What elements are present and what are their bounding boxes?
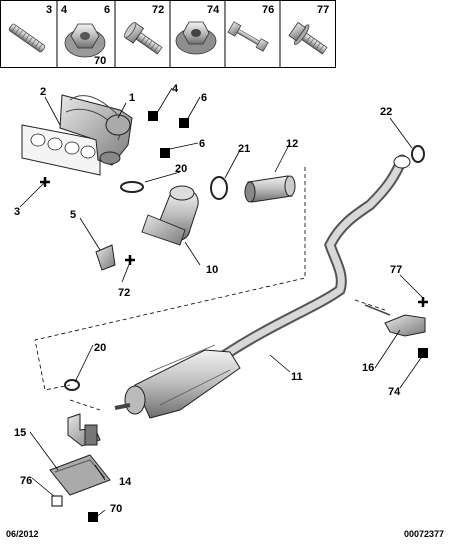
hardware-header: 3 4 6 70 72 74 76 77 xyxy=(0,0,336,68)
callout-14: 14 xyxy=(119,476,132,488)
manifold-gasket xyxy=(21,124,101,176)
flange-bolt-icon xyxy=(288,21,328,55)
callout-3: 3 xyxy=(14,206,20,218)
header-label-76: 76 xyxy=(262,4,274,16)
callout-72: 72 xyxy=(118,287,130,299)
callout-16: 16 xyxy=(362,362,374,374)
callout-2: 2 xyxy=(40,86,46,98)
diagram-reference-number: 00072377 xyxy=(403,529,444,539)
header-label-77: 77 xyxy=(317,4,329,16)
leader-lines xyxy=(19,87,424,519)
callout-74: 74 xyxy=(388,386,401,398)
filled-square-marker xyxy=(160,148,170,158)
callout-6-lower: 6 xyxy=(199,138,205,150)
callout-20-lower: 20 xyxy=(94,342,106,354)
mounting-bracket-16 xyxy=(364,304,426,337)
filled-square-marker xyxy=(179,118,189,128)
stud-icon xyxy=(8,23,46,53)
flange-nut-large-icon xyxy=(175,21,217,55)
callout-labels: 1 2 3 4 5 6 6 10 11 12 14 15 16 20 20 21… xyxy=(14,83,402,515)
callout-6-upper: 6 xyxy=(201,92,207,104)
callout-15: 15 xyxy=(14,427,26,439)
callout-76: 76 xyxy=(20,475,32,487)
callout-5: 5 xyxy=(70,209,76,221)
heat-shield-15 xyxy=(49,454,111,496)
callout-20-upper: 20 xyxy=(175,163,187,175)
header-label-6: 6 xyxy=(104,4,110,16)
hex-bolt-icon xyxy=(124,22,163,55)
exhaust-manifold xyxy=(59,94,133,166)
rubber-hanger-14 xyxy=(67,413,101,447)
callout-4: 4 xyxy=(172,83,179,95)
markers xyxy=(40,111,428,522)
callout-1: 1 xyxy=(129,92,135,104)
header-label-70: 70 xyxy=(94,55,106,67)
front-downpipe xyxy=(141,185,199,246)
open-square-marker xyxy=(51,495,63,507)
filled-square-marker xyxy=(88,512,98,522)
clamp-ring-20-lower xyxy=(64,379,80,391)
publication-date: 06/2012 xyxy=(6,529,39,539)
exhaust-pipe-with-silencer xyxy=(114,154,411,419)
header-label-74: 74 xyxy=(207,4,220,16)
callout-12: 12 xyxy=(286,138,298,150)
cross-marker xyxy=(418,297,428,307)
callout-11: 11 xyxy=(291,371,303,383)
callout-21: 21 xyxy=(238,143,250,155)
flange-nut-icon xyxy=(64,23,106,58)
callout-22: 22 xyxy=(380,106,392,118)
clamp-ring-20 xyxy=(120,181,144,193)
clamp-ring-21 xyxy=(210,176,228,200)
cross-marker xyxy=(125,255,135,265)
header-label-3: 3 xyxy=(46,4,52,16)
rivet-bolt-icon xyxy=(227,21,269,52)
callout-10: 10 xyxy=(206,264,218,276)
assembly-guide-lines xyxy=(34,167,386,411)
filled-square-marker xyxy=(148,111,158,121)
callout-70: 70 xyxy=(110,503,122,515)
flexible-pipe xyxy=(244,175,296,203)
filled-square-marker xyxy=(418,348,428,358)
callout-77: 77 xyxy=(390,264,402,276)
header-label-4: 4 xyxy=(61,4,68,16)
cross-marker xyxy=(40,177,50,187)
bracket-5 xyxy=(95,244,116,271)
clamp-ring-22 xyxy=(411,145,425,163)
header-label-72: 72 xyxy=(152,4,164,16)
